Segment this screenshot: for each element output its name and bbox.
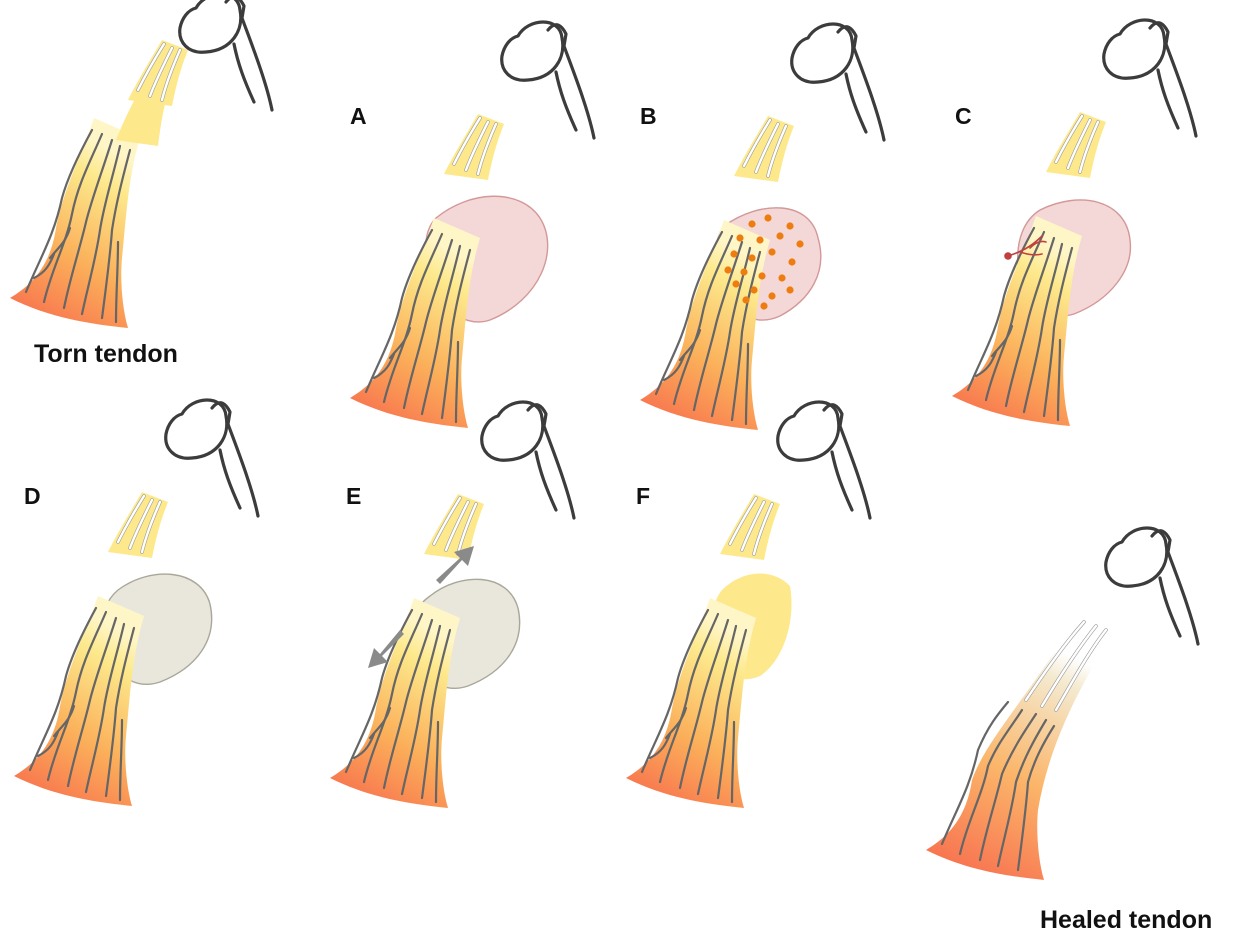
caption-torn-tendon: Torn tendon <box>34 340 178 368</box>
panel-f: F <box>626 402 870 808</box>
panel-healed: Healed tendon <box>926 528 1212 934</box>
tendon-upper-stump <box>128 40 188 106</box>
panel-label-b: B <box>640 103 657 129</box>
panel-label-e: E <box>346 483 361 509</box>
panel-e: E <box>330 402 574 808</box>
panel-label-f: F <box>636 483 650 509</box>
caption-healed-tendon: Healed tendon <box>1040 906 1212 934</box>
panel-label-c: C <box>955 103 972 129</box>
panel-b: B <box>640 24 884 430</box>
tendon-lower-portion <box>10 118 140 328</box>
panel-torn: Torn tendon <box>10 0 272 368</box>
panel-d: D <box>14 400 258 806</box>
tendon-healed <box>926 528 1198 880</box>
panel-label-a: A <box>350 103 367 129</box>
panel-label-d: D <box>24 483 41 509</box>
panel-c: C <box>952 20 1196 426</box>
panel-a: A <box>350 22 594 428</box>
bone-outline <box>180 0 272 110</box>
